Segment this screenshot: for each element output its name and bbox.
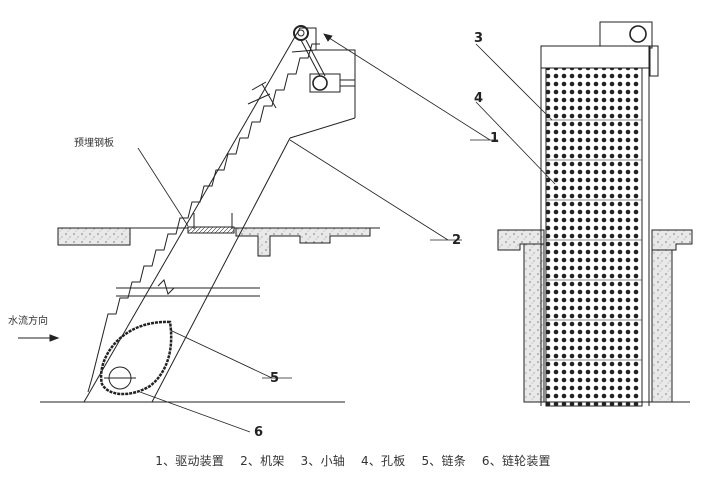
label-number-5: 5	[270, 371, 279, 386]
drive-unit	[293, 25, 355, 93]
ground-slab	[57, 227, 380, 257]
legend-item-shaft: 3、小轴	[300, 454, 345, 468]
perforated-plate	[545, 67, 643, 407]
label-number-2: 2	[452, 233, 461, 248]
label-number-3: 3	[474, 31, 483, 46]
legend-caption: 1、驱动装置 2、机架 3、小轴 4、孔板 5、链条 6、链轮装置	[0, 452, 706, 469]
label-flow-direction: 水流方向	[8, 314, 48, 327]
legend-item-drive: 1、驱动装置	[155, 454, 225, 468]
front-view	[475, 21, 693, 407]
legend-item-plate: 4、孔板	[361, 454, 406, 468]
leader-lines	[137, 33, 498, 433]
flow-arrow	[18, 334, 60, 342]
channel-left-slab	[497, 229, 545, 251]
front-leader-lines	[475, 43, 556, 185]
legend-item-chain: 5、链条	[421, 454, 466, 468]
side-view	[18, 25, 498, 433]
channel-right-wall	[651, 231, 673, 403]
channel-right-slab	[651, 229, 693, 251]
front-drive-unit	[599, 21, 659, 77]
frame-top	[540, 45, 650, 69]
label-number-4: 4	[474, 91, 483, 106]
plate-slats	[546, 119, 642, 361]
legend-item-frame: 2、机架	[240, 454, 285, 468]
label-number-6: 6	[254, 425, 263, 440]
sprocket-assembly	[104, 366, 136, 390]
embedded-steel-plate	[187, 213, 235, 234]
label-number-1: 1	[490, 131, 499, 146]
frame	[83, 27, 356, 403]
label-embedded-plate: 预埋钢板	[74, 136, 114, 149]
rake-teeth-edge	[87, 43, 320, 393]
legend-item-sprocket: 6、链轮装置	[481, 454, 551, 468]
